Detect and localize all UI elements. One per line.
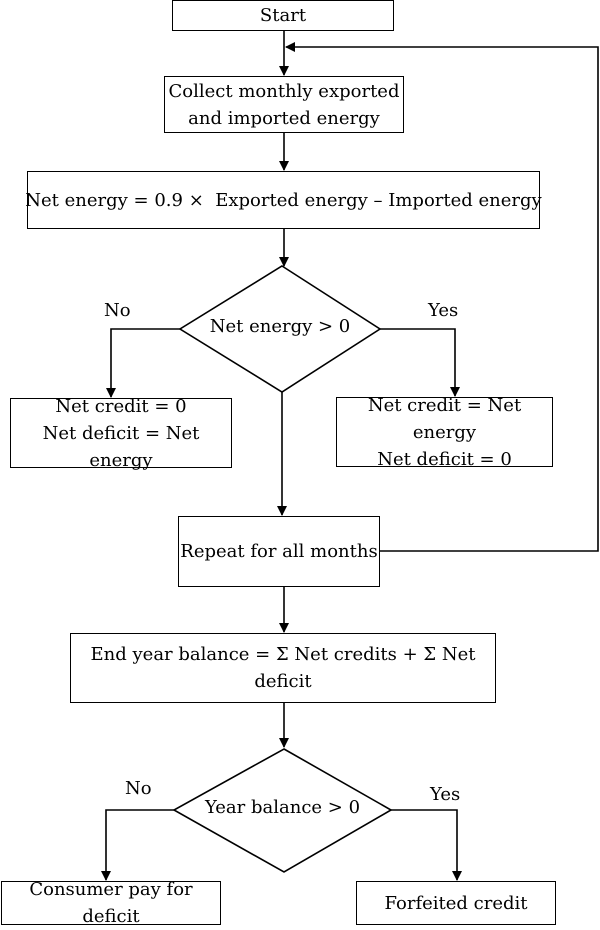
net-energy-formula: Net energy = 0.9 × Exported energy – Imp… (25, 189, 542, 211)
net-energy-node: Net energy = 0.9 × Exported energy – Imp… (25, 171, 542, 229)
edge-decision2-no (101, 809, 174, 881)
edge-label-no-2: No (125, 778, 152, 799)
start-node: Start (172, 0, 394, 31)
edge-label-yes-1: Yes (428, 300, 459, 321)
edge-label-yes-2: Yes (430, 784, 461, 805)
no-branch-1-node: Net credit = 0 Net deficit = Net energy (10, 396, 232, 471)
repeat-label: Repeat for all months (180, 541, 378, 562)
edge-repeat-loopback (285, 42, 599, 552)
decision-year-balance-text: Year balance > 0 (204, 797, 361, 818)
start-label: Start (259, 5, 307, 26)
end-year-node: End year balance = Σ Net credits + Σ Net… (70, 633, 496, 703)
consumer-pay-label: Consumer pay for deficit (29, 879, 193, 927)
repeat-node: Repeat for all months (178, 516, 380, 587)
decision-year-balance-shape (172, 748, 393, 873)
decision-net-energy-shape (178, 265, 382, 393)
forfeited-credit-node: Forfeited credit (356, 881, 556, 925)
decision-net-energy-text: Net energy > 0 (209, 316, 351, 337)
forfeited-credit-label: Forfeited credit (384, 892, 528, 914)
yes-branch-1-line-2: Net deficit = 0 (377, 448, 512, 470)
collect-line-2: and imported energy (188, 107, 380, 129)
edge-label-no-1: No (104, 300, 131, 321)
end-year-formula: End year balance = Σ Net credits + Σ Net… (90, 644, 476, 692)
no-branch-1-line-2: Net deficit = Net energy (42, 422, 200, 471)
yes-branch-1-node: Net credit = Net energy Net deficit = 0 (336, 395, 553, 470)
edge-decision1-yes (380, 328, 460, 397)
yes-branch-1-line-1: Net credit = Net energy (367, 394, 522, 443)
collect-energy-node: Collect monthly exported and imported en… (164, 76, 404, 133)
no-branch-1-line-1: Net credit = 0 (55, 395, 187, 417)
collect-line-1: Collect monthly exported (168, 80, 400, 102)
edge-decision2-yes (391, 809, 462, 881)
consumer-pay-node: Consumer pay for deficit (1, 879, 221, 927)
edge-decision1-no (106, 328, 180, 398)
